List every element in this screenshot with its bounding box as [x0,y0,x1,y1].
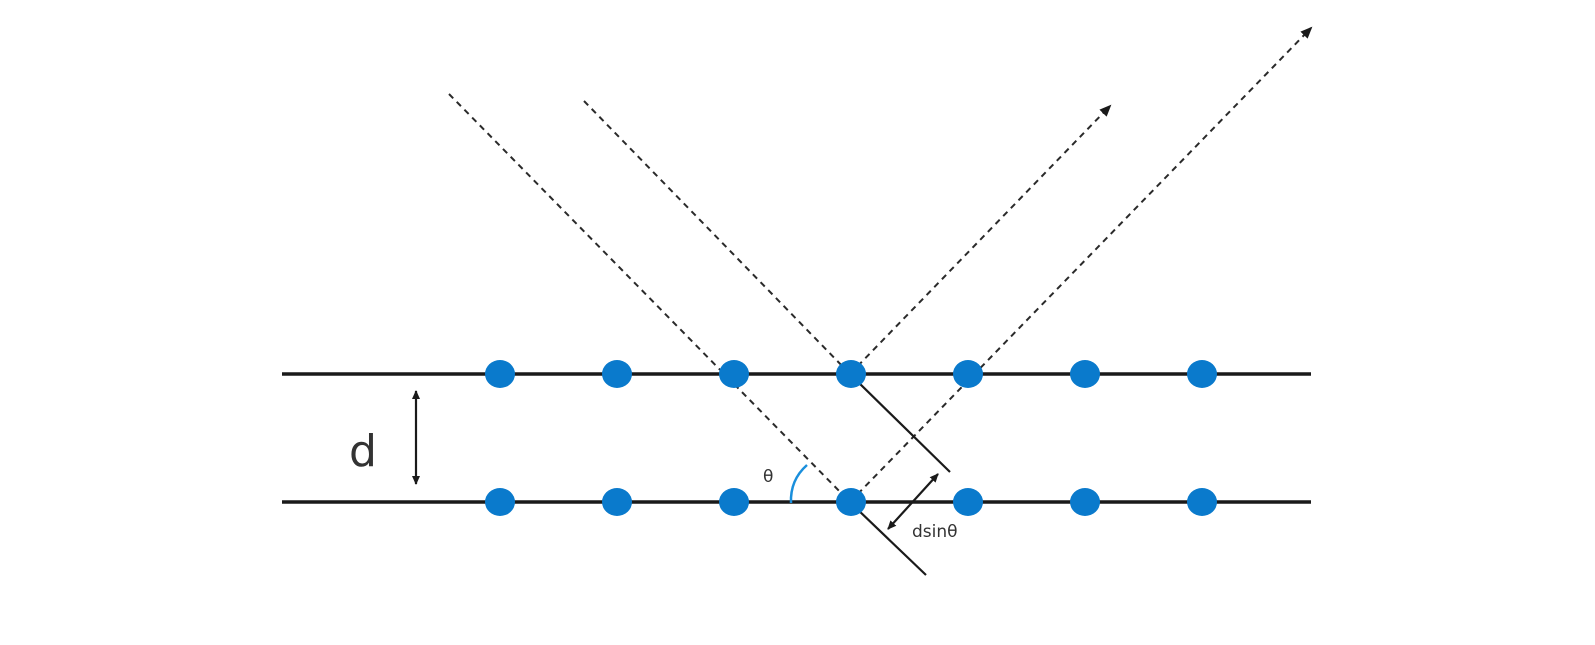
perpendicular-line-upper [855,379,951,473]
angle-label: θ [763,467,773,487]
atom [1070,488,1100,516]
atom [836,360,866,388]
incident-ray-1 [448,93,851,503]
atom [953,488,983,516]
atom [485,360,515,388]
reflected-ray-1 [849,104,1112,375]
angle-arc [789,464,808,504]
atom [953,360,983,388]
perpendicular-line-lower [855,507,927,576]
atom [836,488,866,516]
atom-group [485,360,1217,516]
spacing-label: d [349,426,377,477]
atom [1187,360,1217,388]
atom [719,488,749,516]
atom [602,488,632,516]
path-difference-label: dsinθ [912,522,958,542]
atom [719,360,749,388]
atom [1187,488,1217,516]
atom [602,360,632,388]
atom [485,488,515,516]
reflected-ray-2 [849,26,1313,503]
atom [1070,360,1100,388]
incident-ray-2 [583,100,851,375]
path-difference-arrow [887,473,939,530]
